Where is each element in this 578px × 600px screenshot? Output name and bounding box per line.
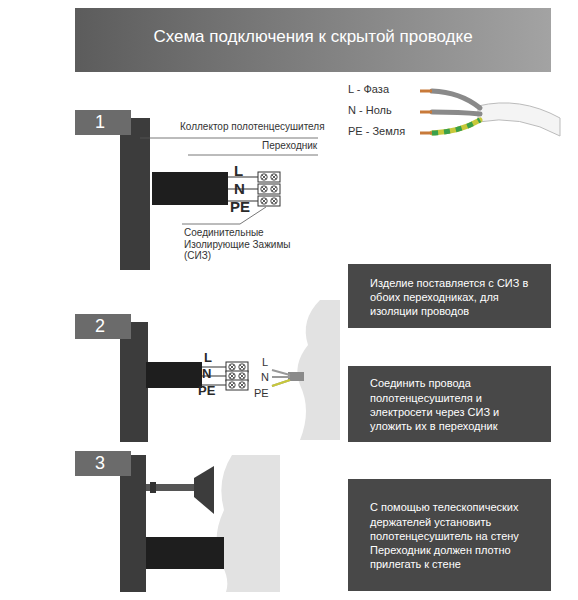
part-label: Соединительные Изолирующие Зажимы (СИЗ) [184,227,314,262]
instruction-box: Изделие поставляется с СИЗ в обоих перех… [348,264,551,328]
part-label: L [262,356,268,369]
wire-letter: PE [198,384,215,399]
step-number-tab: 3 [75,451,131,476]
title-text: Схема подключения к скрытой проводке [75,27,551,47]
adapter [146,362,202,388]
step-number-tab: 1 [75,110,131,135]
legend-entry: PE - Земля [348,125,405,138]
legend-entry: L - Фаза [348,83,389,96]
collector-bar [120,118,150,270]
wall [297,300,340,440]
leader-line [188,155,318,156]
step-number-tab: 2 [75,314,131,339]
wall [216,455,280,592]
title-band [75,8,551,72]
step-number: 3 [75,453,125,474]
leader-line [140,138,318,139]
wire-letter: N [202,367,211,382]
legend-entry: N - Ноль [348,104,392,117]
cable-illustration [420,91,560,136]
instruction-text: Соединить провода полотенцесушителя и эл… [370,376,541,433]
instruction-text: С помощью телескопических держателей уст… [370,500,541,571]
part-label: PE [254,387,269,400]
holder-flange [194,466,214,514]
wire-letter: L [204,351,212,366]
part-label: Переходник [262,140,317,152]
part-label: N [261,371,269,384]
step-number: 1 [75,112,125,133]
collector-bar [120,322,148,442]
instruction-box: С помощью телескопических держателей уст… [348,479,551,591]
wire-letter: PE [230,198,250,215]
instruction-box: Соединить провода полотенцесушителя и эл… [348,366,551,442]
instruction-text: Изделие поставляется с СИЗ в обоих перех… [370,276,541,319]
wire-letter: L [234,162,243,179]
adapter [146,537,224,569]
adapter [152,172,228,205]
part-label: Коллектор полотенцесушителя [180,121,325,133]
wire-letter: N [234,180,245,197]
leader-line [182,207,266,224]
step-number: 2 [75,316,125,337]
